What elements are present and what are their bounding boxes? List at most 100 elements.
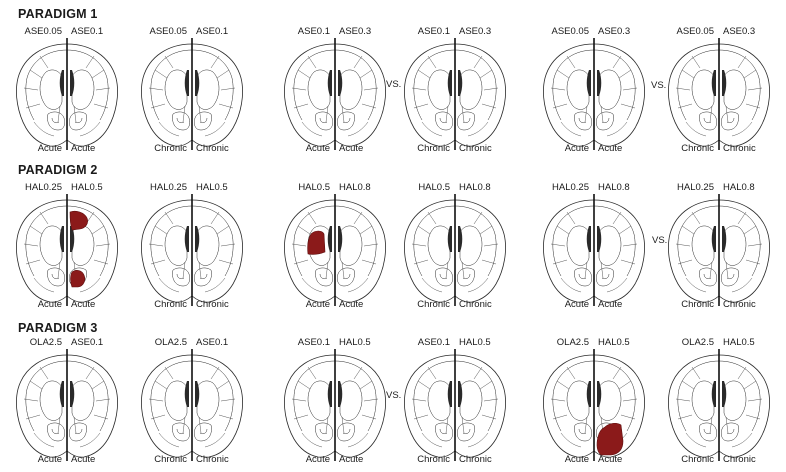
brain-label-bottom-left: Chronic bbox=[154, 454, 187, 465]
brain-label-bottom-right: Acute bbox=[339, 299, 364, 310]
brain-label-bottom-right: Acute bbox=[339, 454, 364, 465]
brain-outline-diagram bbox=[668, 38, 770, 150]
paradigm-2-title: PARADIGM 2 bbox=[18, 163, 98, 177]
brain-outline-diagram bbox=[404, 349, 506, 461]
brain-label-top-left: ASE0.1 bbox=[417, 26, 450, 37]
brain-label-bottom-right: Acute bbox=[71, 454, 96, 465]
brain-outline-diagram bbox=[284, 349, 386, 461]
brain-label-bottom-left: Acute bbox=[564, 454, 589, 465]
brain-label-top-right: ASE0.3 bbox=[598, 26, 631, 37]
brain-label-bottom-left: Chronic bbox=[681, 454, 714, 465]
brain-label-top-left: ASE0.1 bbox=[417, 337, 450, 348]
brain-label-bottom-left: Acute bbox=[305, 143, 330, 154]
brain-outline-diagram bbox=[16, 349, 118, 461]
brain-label-top-right: HAL0.5 bbox=[339, 337, 371, 348]
brain-label-bottom-left: Acute bbox=[305, 299, 330, 310]
vs-label: VS. bbox=[386, 390, 402, 401]
brain-label-bottom-right: Chronic bbox=[196, 299, 229, 310]
brain-label-top-right: HAL0.8 bbox=[723, 182, 755, 193]
brain-outline-diagram bbox=[141, 194, 243, 306]
brain-label-top-right: HAL0.5 bbox=[71, 182, 103, 193]
vs-label: VS. bbox=[651, 80, 667, 91]
brain-label-bottom-left: Acute bbox=[564, 299, 589, 310]
brain-label-bottom-right: Acute bbox=[598, 143, 623, 154]
brain-label-top-right: HAL0.5 bbox=[196, 182, 228, 193]
brain-label-top-right: ASE0.1 bbox=[71, 337, 104, 348]
brain-label-top-right: HAL0.5 bbox=[723, 337, 755, 348]
brain-outline-diagram bbox=[404, 194, 506, 306]
brain-label-bottom-left: Chronic bbox=[417, 299, 450, 310]
brain-outline-diagram bbox=[141, 38, 243, 150]
brain-label-bottom-right: Acute bbox=[71, 143, 96, 154]
lesion-region bbox=[70, 270, 86, 288]
paradigm-1-title: PARADIGM 1 bbox=[18, 7, 98, 21]
brain-label-bottom-left: Acute bbox=[305, 454, 330, 465]
brain-label-top-right: HAL0.8 bbox=[459, 182, 491, 193]
brain-label-bottom-left: Chronic bbox=[417, 143, 450, 154]
brain-label-bottom-right: Acute bbox=[598, 299, 623, 310]
brain-label-bottom-left: Chronic bbox=[681, 143, 714, 154]
brain-outline-diagram bbox=[141, 349, 243, 461]
vs-label: VS. bbox=[652, 235, 668, 246]
brain-label-top-left: HAL0.5 bbox=[418, 182, 450, 193]
lesion-region bbox=[69, 210, 88, 231]
brain-outline-diagram bbox=[16, 194, 118, 306]
brain-label-top-right: ASE0.1 bbox=[71, 26, 104, 37]
brain-label-top-left: ASE0.05 bbox=[551, 26, 590, 37]
brain-label-top-left: OLA2.5 bbox=[681, 337, 714, 348]
brain-label-bottom-right: Acute bbox=[598, 454, 623, 465]
vs-label: VS. bbox=[386, 79, 402, 90]
brain-label-bottom-left: Chronic bbox=[154, 299, 187, 310]
brain-outline-diagram bbox=[543, 38, 645, 150]
brain-label-bottom-right: Chronic bbox=[196, 143, 229, 154]
paradigm-3-title: PARADIGM 3 bbox=[18, 321, 98, 335]
brain-label-top-right: HAL0.5 bbox=[459, 337, 491, 348]
brain-label-top-left: HAL0.25 bbox=[552, 182, 589, 193]
brain-label-top-left: OLA2.5 bbox=[29, 337, 62, 348]
brain-outline-diagram bbox=[543, 194, 645, 306]
brain-label-top-left: ASE0.05 bbox=[676, 26, 715, 37]
brain-label-top-right: ASE0.1 bbox=[196, 337, 229, 348]
brain-label-top-right: ASE0.3 bbox=[723, 26, 756, 37]
brain-label-top-right: HAL0.5 bbox=[598, 337, 630, 348]
brain-label-top-left: ASE0.1 bbox=[297, 337, 330, 348]
brain-label-top-right: HAL0.8 bbox=[339, 182, 371, 193]
brain-label-top-left: HAL0.25 bbox=[25, 182, 62, 193]
brain-label-bottom-left: Acute bbox=[37, 143, 62, 154]
lesion-region bbox=[307, 230, 326, 255]
brain-label-top-right: ASE0.1 bbox=[196, 26, 229, 37]
brain-outline-diagram bbox=[543, 349, 645, 461]
brain-label-top-left: OLA2.5 bbox=[154, 337, 187, 348]
brain-label-top-right: HAL0.8 bbox=[598, 182, 630, 193]
brain-label-bottom-right: Chronic bbox=[459, 454, 492, 465]
brain-label-top-left: ASE0.05 bbox=[24, 26, 63, 37]
brain-label-bottom-right: Chronic bbox=[196, 454, 229, 465]
brain-outline-diagram bbox=[668, 194, 770, 306]
brain-label-bottom-left: Acute bbox=[37, 454, 62, 465]
brain-label-top-left: OLA2.5 bbox=[556, 337, 589, 348]
brain-label-top-left: HAL0.25 bbox=[150, 182, 187, 193]
brain-label-bottom-right: Chronic bbox=[723, 454, 756, 465]
brain-label-bottom-left: Acute bbox=[564, 143, 589, 154]
lesion-region bbox=[596, 422, 624, 456]
brain-label-bottom-right: Chronic bbox=[723, 143, 756, 154]
brain-label-top-left: ASE0.05 bbox=[149, 26, 188, 37]
brain-label-top-right: ASE0.3 bbox=[459, 26, 492, 37]
brain-label-top-left: HAL0.5 bbox=[298, 182, 330, 193]
brain-label-top-right: ASE0.3 bbox=[339, 26, 372, 37]
brain-outline-diagram bbox=[16, 38, 118, 150]
brain-label-bottom-right: Chronic bbox=[459, 143, 492, 154]
